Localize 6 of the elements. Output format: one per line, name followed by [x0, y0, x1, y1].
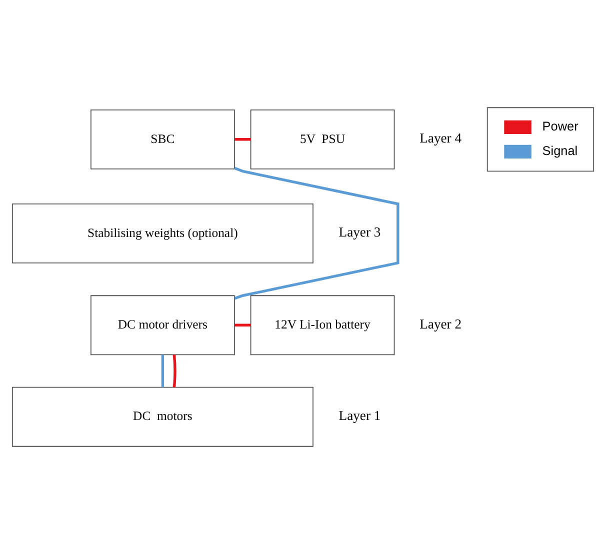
legend-label: Signal: [542, 142, 578, 158]
label: Layer 3: [338, 224, 381, 240]
label: Layer 1: [338, 408, 381, 423]
label: Layer 2: [420, 316, 462, 331]
legend-label: Power: [542, 118, 578, 134]
label: Layer 4: [420, 130, 462, 146]
